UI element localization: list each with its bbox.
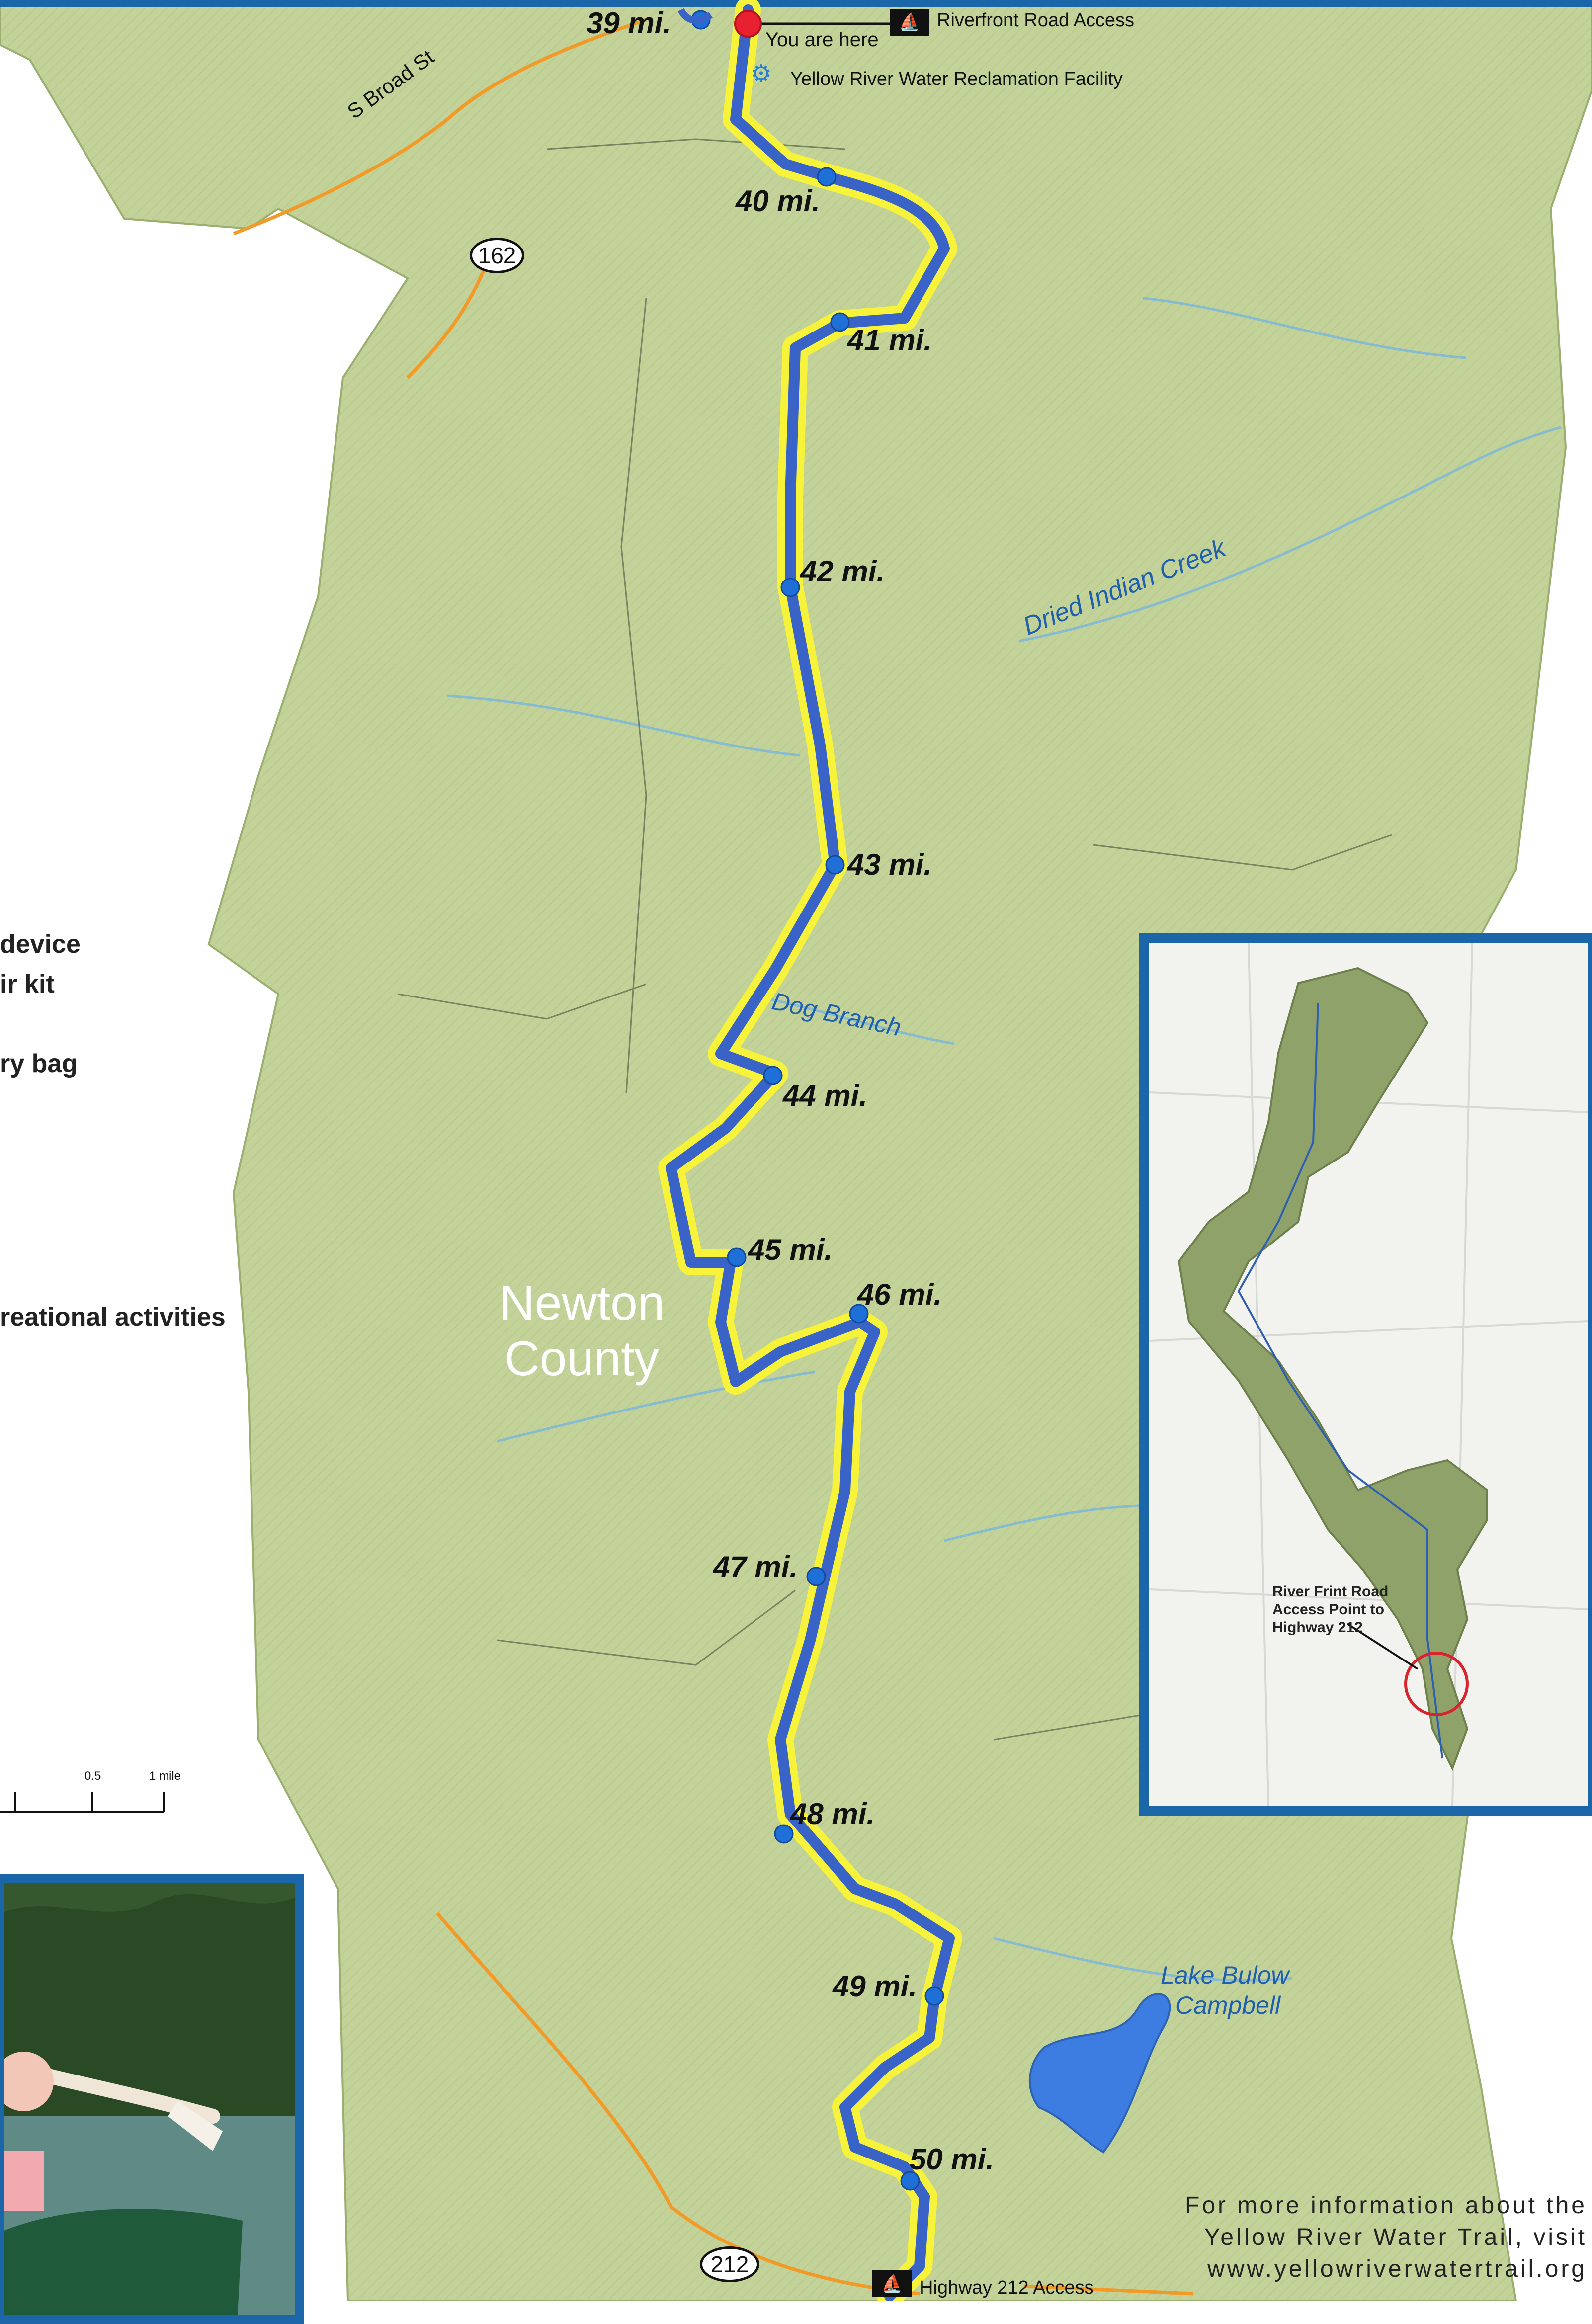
mile-label-43: 43 mi. — [847, 848, 932, 881]
mile-dot — [900, 2171, 920, 2191]
watershed-shape — [1177, 967, 1488, 1771]
highway-212-access-label: Highway 212 Access — [920, 2277, 1094, 2298]
mile-label-46: 46 mi. — [857, 1278, 942, 1311]
info-line-1: For more information about the — [1185, 2192, 1587, 2219]
inset-note-line2: Access Point to — [1272, 1601, 1385, 1618]
locator-inset-map: River Frint Road Access Point to Highway… — [1139, 933, 1592, 1816]
mile-label-42: 42 mi. — [800, 555, 885, 588]
lake-bulow-campbell — [1028, 1993, 1171, 2154]
route-shield-162: 162 — [470, 238, 524, 273]
facility-icon: ⚙ — [751, 61, 772, 87]
canoe-photo-illustration — [4, 1883, 295, 2315]
legend-item-device: device — [0, 930, 81, 959]
lake-label-line1: Lake Bulow — [1161, 1961, 1289, 1989]
mile-dot — [817, 167, 837, 187]
mile-dot — [825, 855, 845, 875]
inset-note-line3: Highway 212 — [1272, 1619, 1363, 1636]
legend-item-activities: reational activities — [0, 1303, 226, 1331]
mile-label-47: 47 mi. — [713, 1550, 798, 1583]
lake-label-line2: Campbell — [1175, 1992, 1281, 2019]
mile-label-50: 50 mi. — [910, 2143, 995, 2176]
info-line-2: Yellow River Water Trail, visit — [1204, 2224, 1587, 2250]
legend-item-repair-kit: ir kit — [0, 970, 55, 998]
you-are-here-label: You are here — [765, 29, 879, 51]
riverfront-access-label: Riverfront Road Access — [937, 10, 1135, 31]
mile-dot — [763, 1066, 783, 1085]
mile-label-39: 39 mi. — [587, 6, 671, 40]
scale-end-label: 1 mile — [149, 1769, 181, 1783]
mile-label-41: 41 mi. — [847, 324, 932, 357]
inset-note-line1: River Frint Road — [1272, 1583, 1389, 1600]
inset-watershed — [1149, 943, 1588, 1806]
mile-label-48: 48 mi. — [790, 1797, 875, 1830]
legend-item-dry-bag: ry bag — [0, 1049, 78, 1078]
mile-label-49: 49 mi. — [833, 1970, 918, 2003]
mile-dot — [924, 1986, 944, 2006]
access-icon-bottom: ⛵ — [872, 2270, 912, 2297]
mile-dot — [806, 1567, 826, 1586]
mile-label-40: 40 mi. — [736, 184, 821, 218]
scale-bar — [0, 1792, 165, 1813]
mile-dot — [727, 1247, 747, 1267]
canoe-photo — [0, 1874, 304, 2324]
access-icon-top: ⛵ — [890, 9, 929, 36]
info-line-3[interactable]: www.yellowriverwatertrail.org — [1207, 2256, 1587, 2282]
mile-dot — [774, 1824, 794, 1844]
mile-dot — [780, 578, 800, 597]
mile-label-45: 45 mi. — [748, 1233, 833, 1266]
scale-mid-label: 0.5 — [84, 1769, 101, 1783]
mile-dot — [849, 1304, 869, 1324]
you-are-here-marker — [734, 10, 762, 38]
county-label-line1: Newton — [500, 1275, 665, 1330]
inset-highlight-circle — [1404, 1652, 1469, 1716]
county-label-line2: County — [504, 1331, 659, 1386]
route-shield-212: 212 — [700, 2246, 759, 2282]
mile-label-44: 44 mi. — [783, 1079, 868, 1112]
facility-label: Yellow River Water Reclamation Facility — [790, 69, 1123, 89]
mile-dot — [830, 312, 850, 332]
